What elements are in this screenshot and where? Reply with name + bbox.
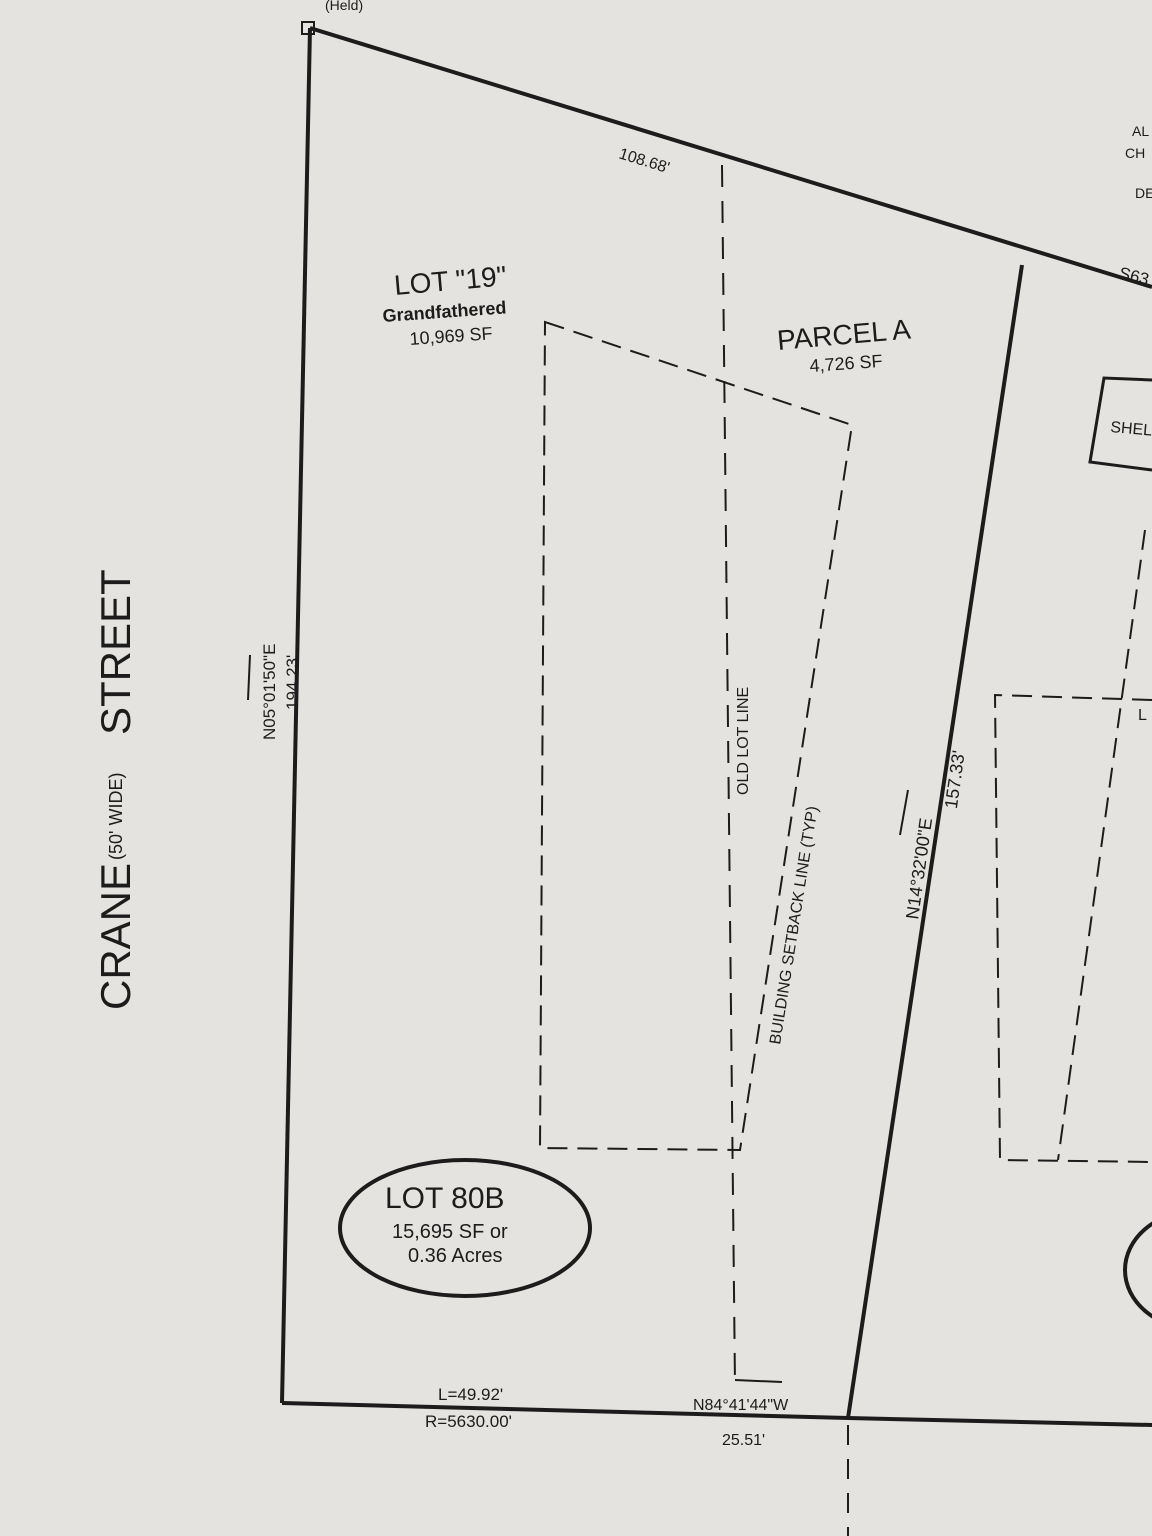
lot-19-area: 10,969 SF	[409, 323, 493, 349]
curve-radius: R=5630.00'	[425, 1412, 512, 1431]
top-distance: 108.68'	[617, 146, 672, 177]
neighbor-setback-line	[993, 693, 1152, 1163]
parcel-a-title: PARCEL A	[776, 313, 912, 356]
west-boundary	[280, 27, 312, 1404]
street-width: (50' WIDE)	[106, 773, 126, 860]
east-boundary	[846, 264, 1024, 1419]
south-boundary-east	[847, 1416, 1152, 1427]
lot-80b-ellipse	[338, 1158, 592, 1298]
north-boundary	[309, 26, 1152, 289]
neighbor-note-2: CH	[1125, 145, 1145, 161]
street-name-a: CRANE	[92, 863, 139, 1010]
west-distance: 194.23'	[283, 655, 302, 710]
south-boundary	[281, 1401, 849, 1420]
corner-monument-icon	[301, 21, 315, 35]
shed-outline	[1088, 376, 1152, 472]
held-label: (Held)	[325, 0, 363, 13]
parcel-a-area: 4,726 SF	[809, 351, 883, 376]
curve-length: L=49.92'	[438, 1385, 503, 1404]
south-distance: 25.51'	[722, 1432, 765, 1449]
neighbor-note-3: DE	[1135, 185, 1152, 201]
arrow-east-icon	[899, 789, 909, 836]
old-lot-line-label: OLD LOT LINE	[735, 687, 752, 795]
lot-19-title: LOT "19"	[393, 260, 508, 301]
neighbor-lot-label: L	[1138, 707, 1147, 724]
west-bearing: N05°01'50"E	[260, 644, 279, 740]
arrow-south-icon	[734, 1379, 783, 1383]
lot-19-status: Grandfathered	[382, 297, 507, 326]
neighbor-note-1: AL	[1132, 123, 1149, 139]
street-name-b: STREET	[92, 569, 139, 735]
neighbor-ellipse	[1123, 1221, 1152, 1319]
lot-80b-area-acres: 0.36 Acres	[408, 1245, 503, 1267]
old-lot-line	[721, 164, 736, 1386]
shed-label: SHEL	[1110, 419, 1152, 440]
east-distance: 157.33'	[941, 749, 969, 810]
lot-80b-title: LOT 80B	[385, 1182, 505, 1215]
building-setback-line	[538, 320, 854, 1152]
neighbor-setback-line-2	[1057, 529, 1146, 1161]
neighbor-bearing: S63	[1117, 263, 1151, 289]
lot-80b-area-sf: 15,695 SF or	[392, 1221, 508, 1243]
south-bearing: N84°41'44"W	[693, 1397, 789, 1414]
arrow-west-icon	[247, 654, 251, 701]
